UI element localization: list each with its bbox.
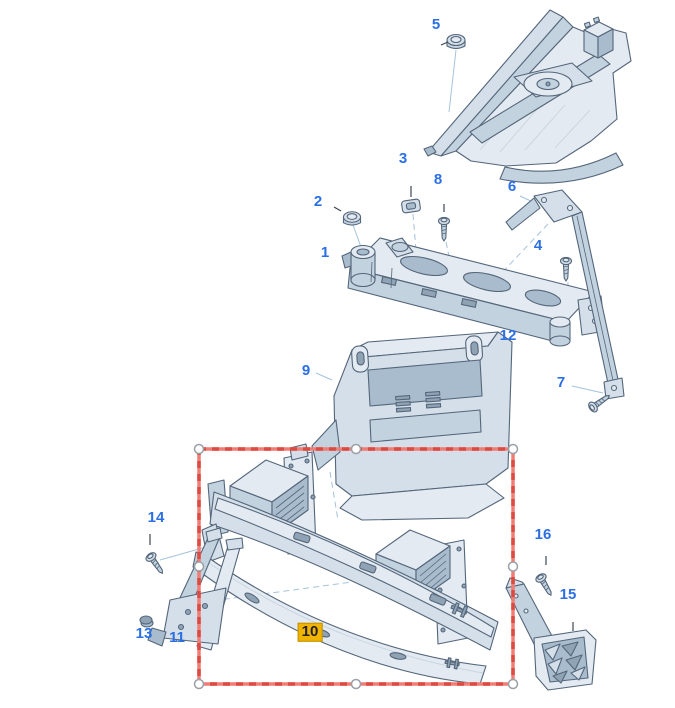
selection-handle[interactable] — [193, 443, 205, 455]
stay-strut-part — [505, 189, 625, 415]
air-shroud-part — [311, 331, 513, 521]
callout-5[interactable]: 5 — [431, 15, 441, 33]
part-3-clip — [400, 186, 422, 214]
selection-handle[interactable] — [193, 561, 205, 572]
selection-handle[interactable] — [350, 678, 362, 690]
callout-3[interactable]: 3 — [398, 149, 408, 167]
part-5-cap — [440, 33, 466, 50]
selection-handle[interactable] — [193, 678, 205, 690]
selection-handle[interactable] — [507, 443, 519, 455]
part-8-screw — [437, 204, 451, 242]
body-corner-illustration — [423, 9, 632, 184]
callout-12[interactable]: 12 — [499, 326, 517, 344]
left-bracket-part — [139, 527, 244, 651]
selection-handle[interactable] — [507, 561, 519, 572]
part-14-screw — [143, 534, 168, 578]
callout-1[interactable]: 1 — [320, 243, 330, 261]
callout-9[interactable]: 9 — [301, 361, 311, 379]
callout-15[interactable]: 15 — [559, 585, 577, 603]
upper-crossmember-part — [333, 186, 606, 363]
right-bracket-part — [505, 556, 597, 691]
selection-handle[interactable] — [507, 678, 519, 690]
callout-2[interactable]: 2 — [313, 192, 323, 210]
selection-handle[interactable] — [350, 443, 362, 455]
callout-4[interactable]: 4 — [533, 236, 543, 254]
part-16-screw — [533, 556, 557, 599]
callout-14[interactable]: 14 — [147, 508, 165, 526]
selection-box[interactable] — [193, 443, 519, 690]
callout-11[interactable]: 11 — [169, 628, 185, 646]
part-13-cap — [139, 615, 154, 628]
part-2-cap — [333, 206, 362, 226]
callout-6[interactable]: 6 — [507, 177, 517, 195]
callout-13[interactable]: 13 — [135, 624, 153, 642]
callout-16[interactable]: 16 — [534, 525, 552, 543]
part-4-screw — [559, 256, 573, 282]
callout-7[interactable]: 7 — [556, 373, 566, 391]
callout-8[interactable]: 8 — [433, 170, 443, 188]
callout-10[interactable]: 10 — [297, 622, 323, 642]
